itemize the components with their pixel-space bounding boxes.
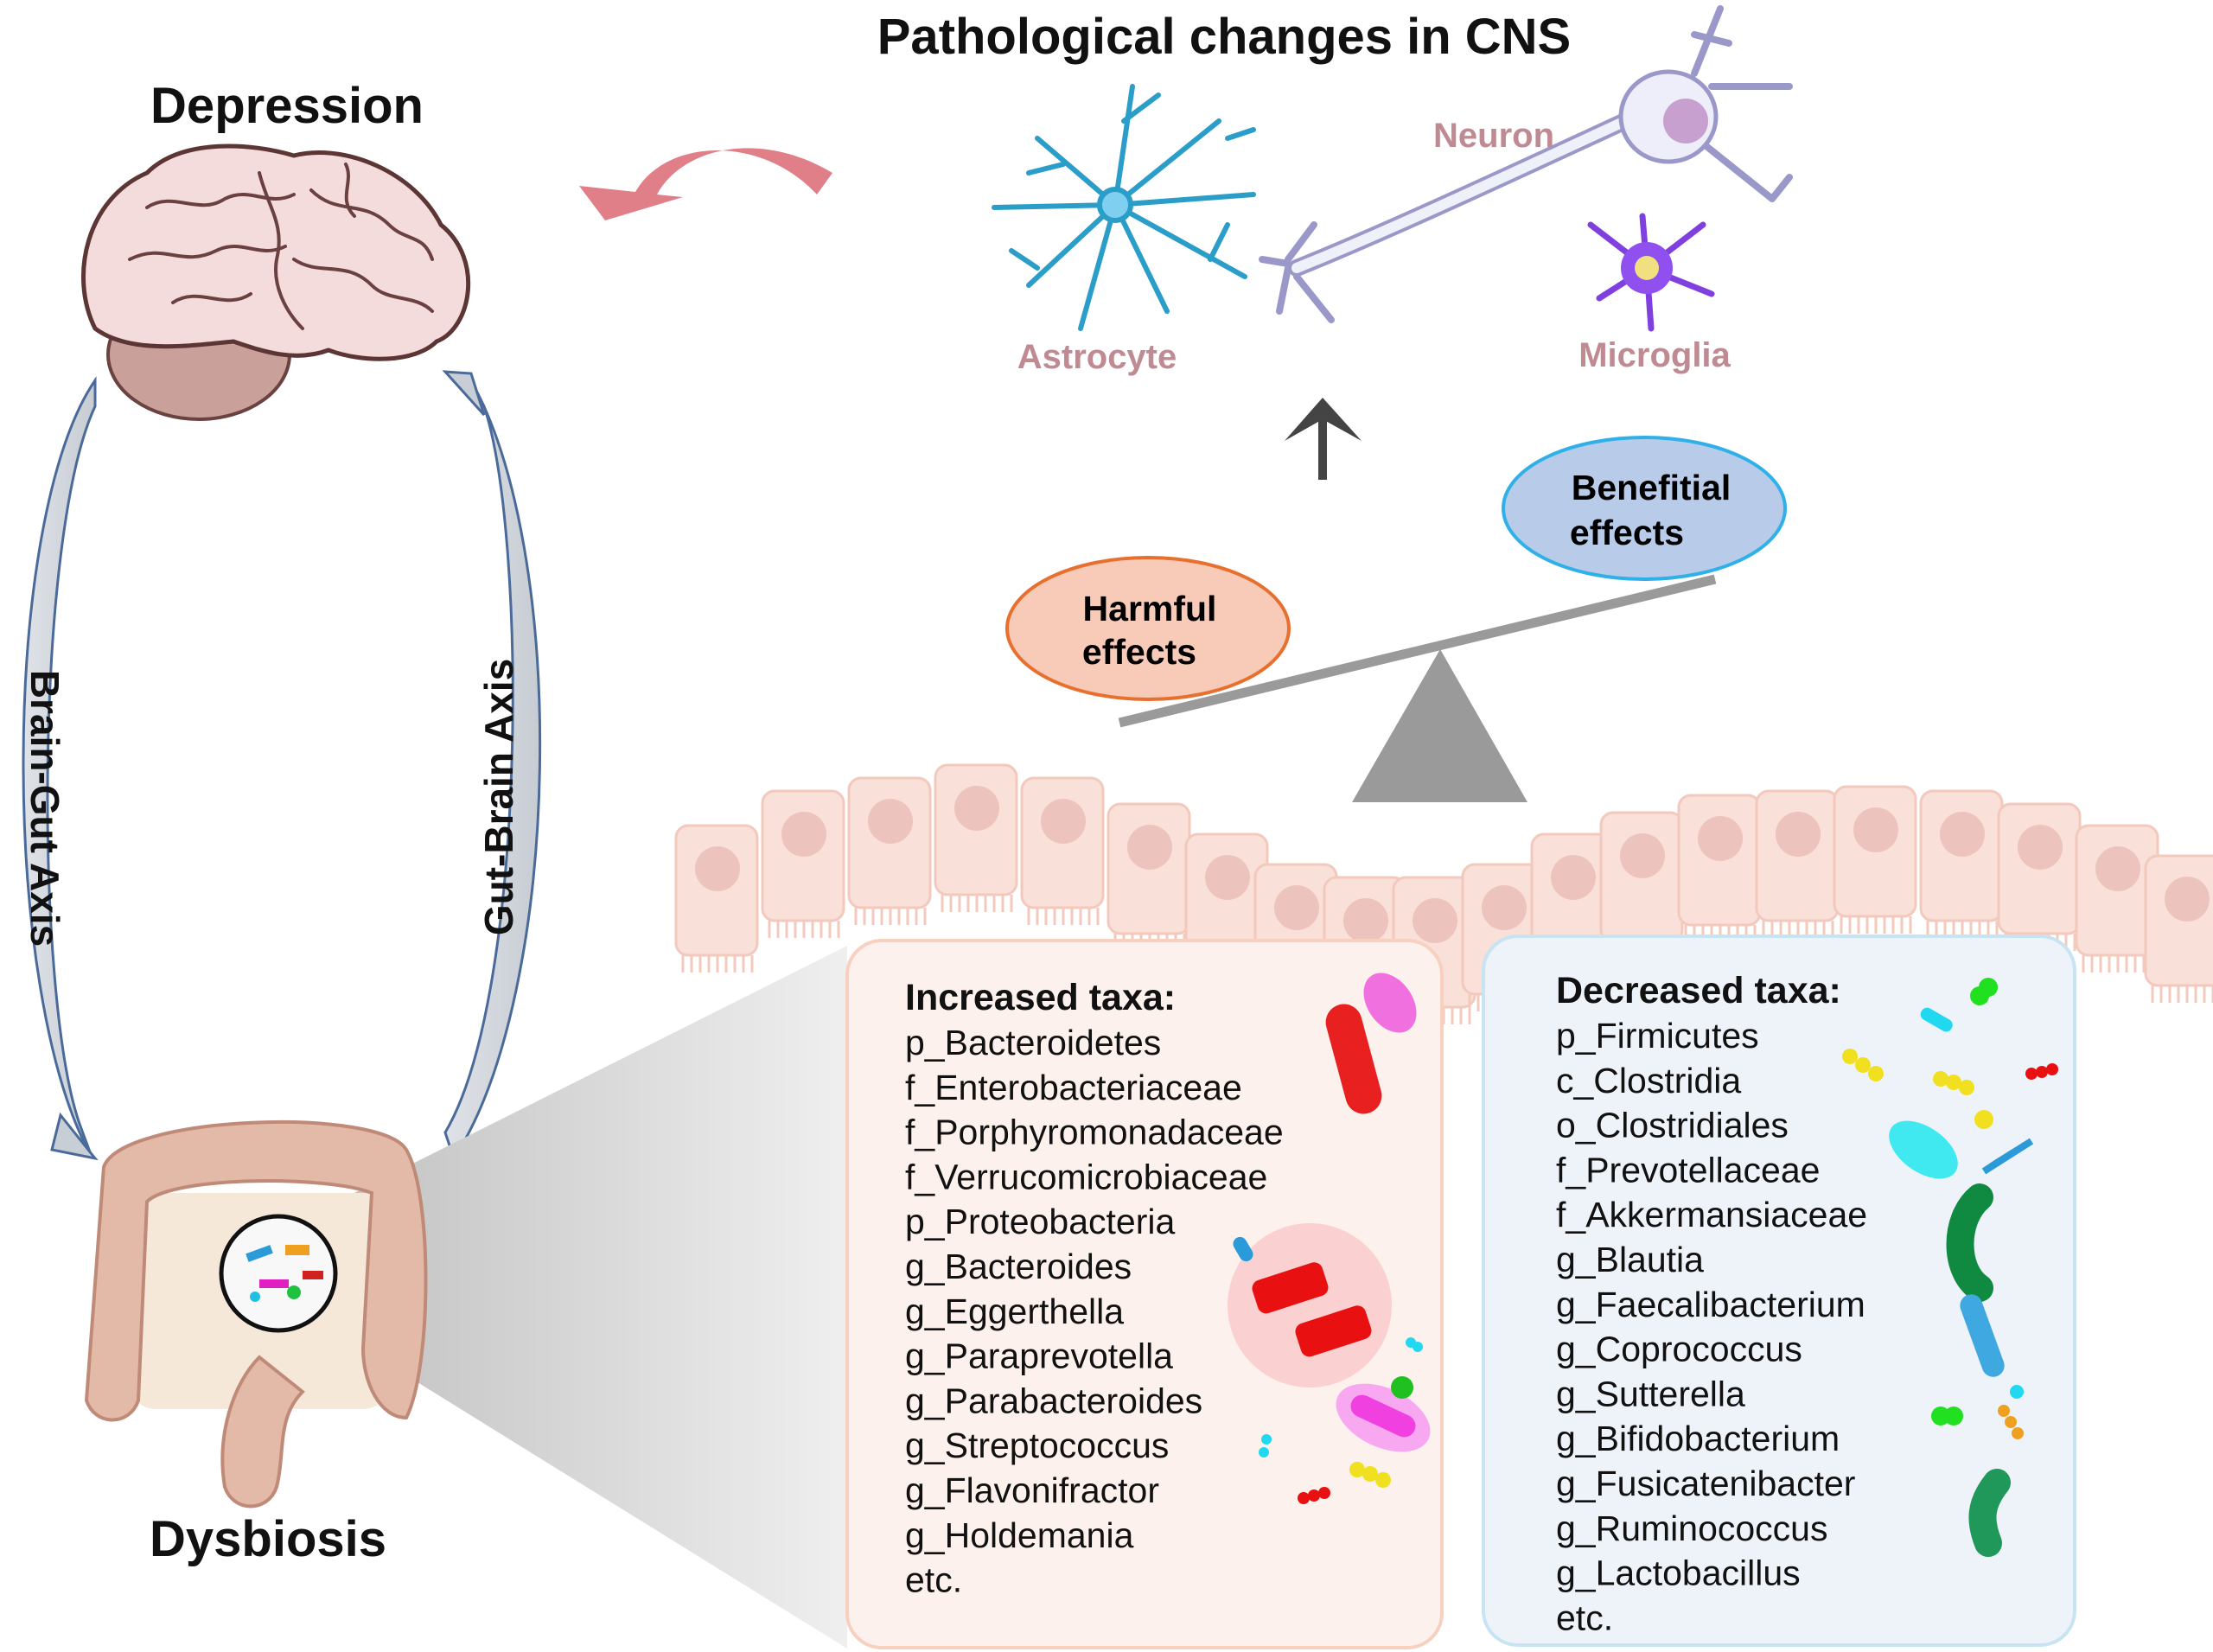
taxon-item: g_Eggerthella xyxy=(905,1292,1124,1331)
balance-seesaw xyxy=(1118,574,1717,802)
astrocyte-label: Astrocyte xyxy=(1017,338,1177,376)
taxon-item: etc. xyxy=(905,1560,962,1600)
taxon-item: g_Bacteroides xyxy=(905,1247,1132,1286)
increased-taxa-panel: Increased taxa: p_Bacteroidetes f_Enterob… xyxy=(845,939,1444,1649)
harmful-label-line2: effects xyxy=(1082,632,1196,672)
taxon-item: p_Firmicutes xyxy=(1556,1016,1759,1056)
taxon-item: g_Flavonifractor xyxy=(905,1470,1159,1510)
zoom-funnel xyxy=(285,946,847,1649)
taxon-item: g_Streptococcus xyxy=(905,1426,1169,1465)
up-arrow-icon xyxy=(1285,398,1362,480)
harmful-label-line1: Harmful xyxy=(1083,589,1217,628)
brain-illustration xyxy=(81,144,471,421)
bacteria-decoration xyxy=(1228,973,1431,1504)
cell-nucleus xyxy=(1551,855,1596,900)
cell-nucleus xyxy=(1482,885,1527,930)
taxon-item: g_Parabacteroides xyxy=(905,1381,1202,1420)
cell-nucleus xyxy=(1127,825,1172,870)
beneficial-effects-bubble: Benefitial effects xyxy=(1502,436,1787,581)
beneficial-label-line1: Benefitial xyxy=(1572,468,1731,507)
taxon-item: f_Verrucomicrobiaceae xyxy=(905,1157,1267,1196)
taxon-item: c_Clostridia xyxy=(1556,1061,1741,1100)
taxon-item: f_Enterobacteriaceae xyxy=(905,1068,1242,1107)
taxon-item: g_Holdemania xyxy=(905,1515,1134,1555)
astrocyte-illustration xyxy=(992,84,1256,331)
cell-nucleus xyxy=(1776,812,1821,857)
dysbiosis-label: Dysbiosis xyxy=(150,1511,386,1567)
bacteria-decoration xyxy=(1842,978,2058,1557)
neuron-label: Neuron xyxy=(1433,117,1554,155)
brain-gut-axis-arrow xyxy=(22,376,99,1161)
taxon-item: g_Blautia xyxy=(1556,1240,1704,1279)
cell-nucleus xyxy=(954,786,999,831)
neuron-illustration xyxy=(1259,5,1793,323)
epithelial-cell xyxy=(2144,854,2213,987)
taxon-item: g_Sutterella xyxy=(1556,1374,1745,1413)
cell-nucleus xyxy=(1413,898,1457,943)
cell-nucleus xyxy=(1274,885,1319,930)
taxon-item: p_Bacteroidetes xyxy=(905,1023,1161,1062)
microglia-illustration xyxy=(1587,213,1715,332)
taxon-item: g_Coprococcus xyxy=(1556,1330,1802,1369)
brain-gut-axis-label: Brain-Gut Axis xyxy=(22,670,67,947)
gut-brain-axis-arrow xyxy=(442,370,542,1162)
taxon-item: g_Bifidobacterium xyxy=(1556,1419,1840,1458)
decreased-taxa-header: Decreased taxa: xyxy=(1556,970,1841,1011)
taxon-item: f_Porphyromonadaceae xyxy=(905,1113,1284,1152)
taxon-item: etc. xyxy=(1556,1598,1613,1637)
gut-brain-axis-label: Gut-Brain Axis xyxy=(476,659,521,935)
cell-nucleus xyxy=(1343,898,1388,943)
cell-nucleus xyxy=(1620,833,1665,878)
cell-nucleus xyxy=(695,846,740,891)
taxon-item: f_Prevotellaceae xyxy=(1556,1150,1820,1190)
taxon-item: g_Fusicatenibacter xyxy=(1556,1464,1855,1503)
microglia-label: Microglia xyxy=(1578,336,1731,374)
taxon-item: g_Ruminococcus xyxy=(1556,1508,1828,1548)
taxon-item: o_Clostridiales xyxy=(1556,1106,1789,1145)
cell-nucleus xyxy=(2018,825,2063,870)
taxon-item: g_Faecalibacterium xyxy=(1556,1285,1865,1324)
cell-nucleus xyxy=(2165,877,2210,922)
cell-nucleus xyxy=(781,812,826,857)
increased-taxa-header: Increased taxa: xyxy=(905,977,1176,1018)
decreased-taxa-panel: Decreased taxa: p_Firmicutes c_Clostridia… xyxy=(1482,934,2076,1647)
harmful-effects-bubble: Harmful effects xyxy=(1005,556,1291,701)
cell-nucleus xyxy=(1041,799,1086,844)
cell-nucleus xyxy=(868,799,913,844)
beneficial-label-line2: effects xyxy=(1570,513,1684,552)
depression-label: Depression xyxy=(150,78,424,134)
cell-nucleus xyxy=(1940,812,1985,857)
intestine-illustration xyxy=(84,1119,428,1508)
taxon-item: g_Lactobacillus xyxy=(1556,1553,1801,1593)
taxon-item: g_Paraprevotella xyxy=(905,1336,1173,1376)
cell-nucleus xyxy=(2095,846,2140,891)
taxon-item: p_Proteobacteria xyxy=(905,1202,1175,1241)
cell-nucleus xyxy=(1698,816,1743,861)
cell-nucleus xyxy=(1205,855,1250,900)
cell-nucleus xyxy=(1853,807,1898,852)
curved-arrow-icon xyxy=(579,148,832,220)
page-title: Pathological changes in CNS xyxy=(877,9,1571,65)
taxon-item: f_Akkermansiaceae xyxy=(1556,1195,1867,1234)
